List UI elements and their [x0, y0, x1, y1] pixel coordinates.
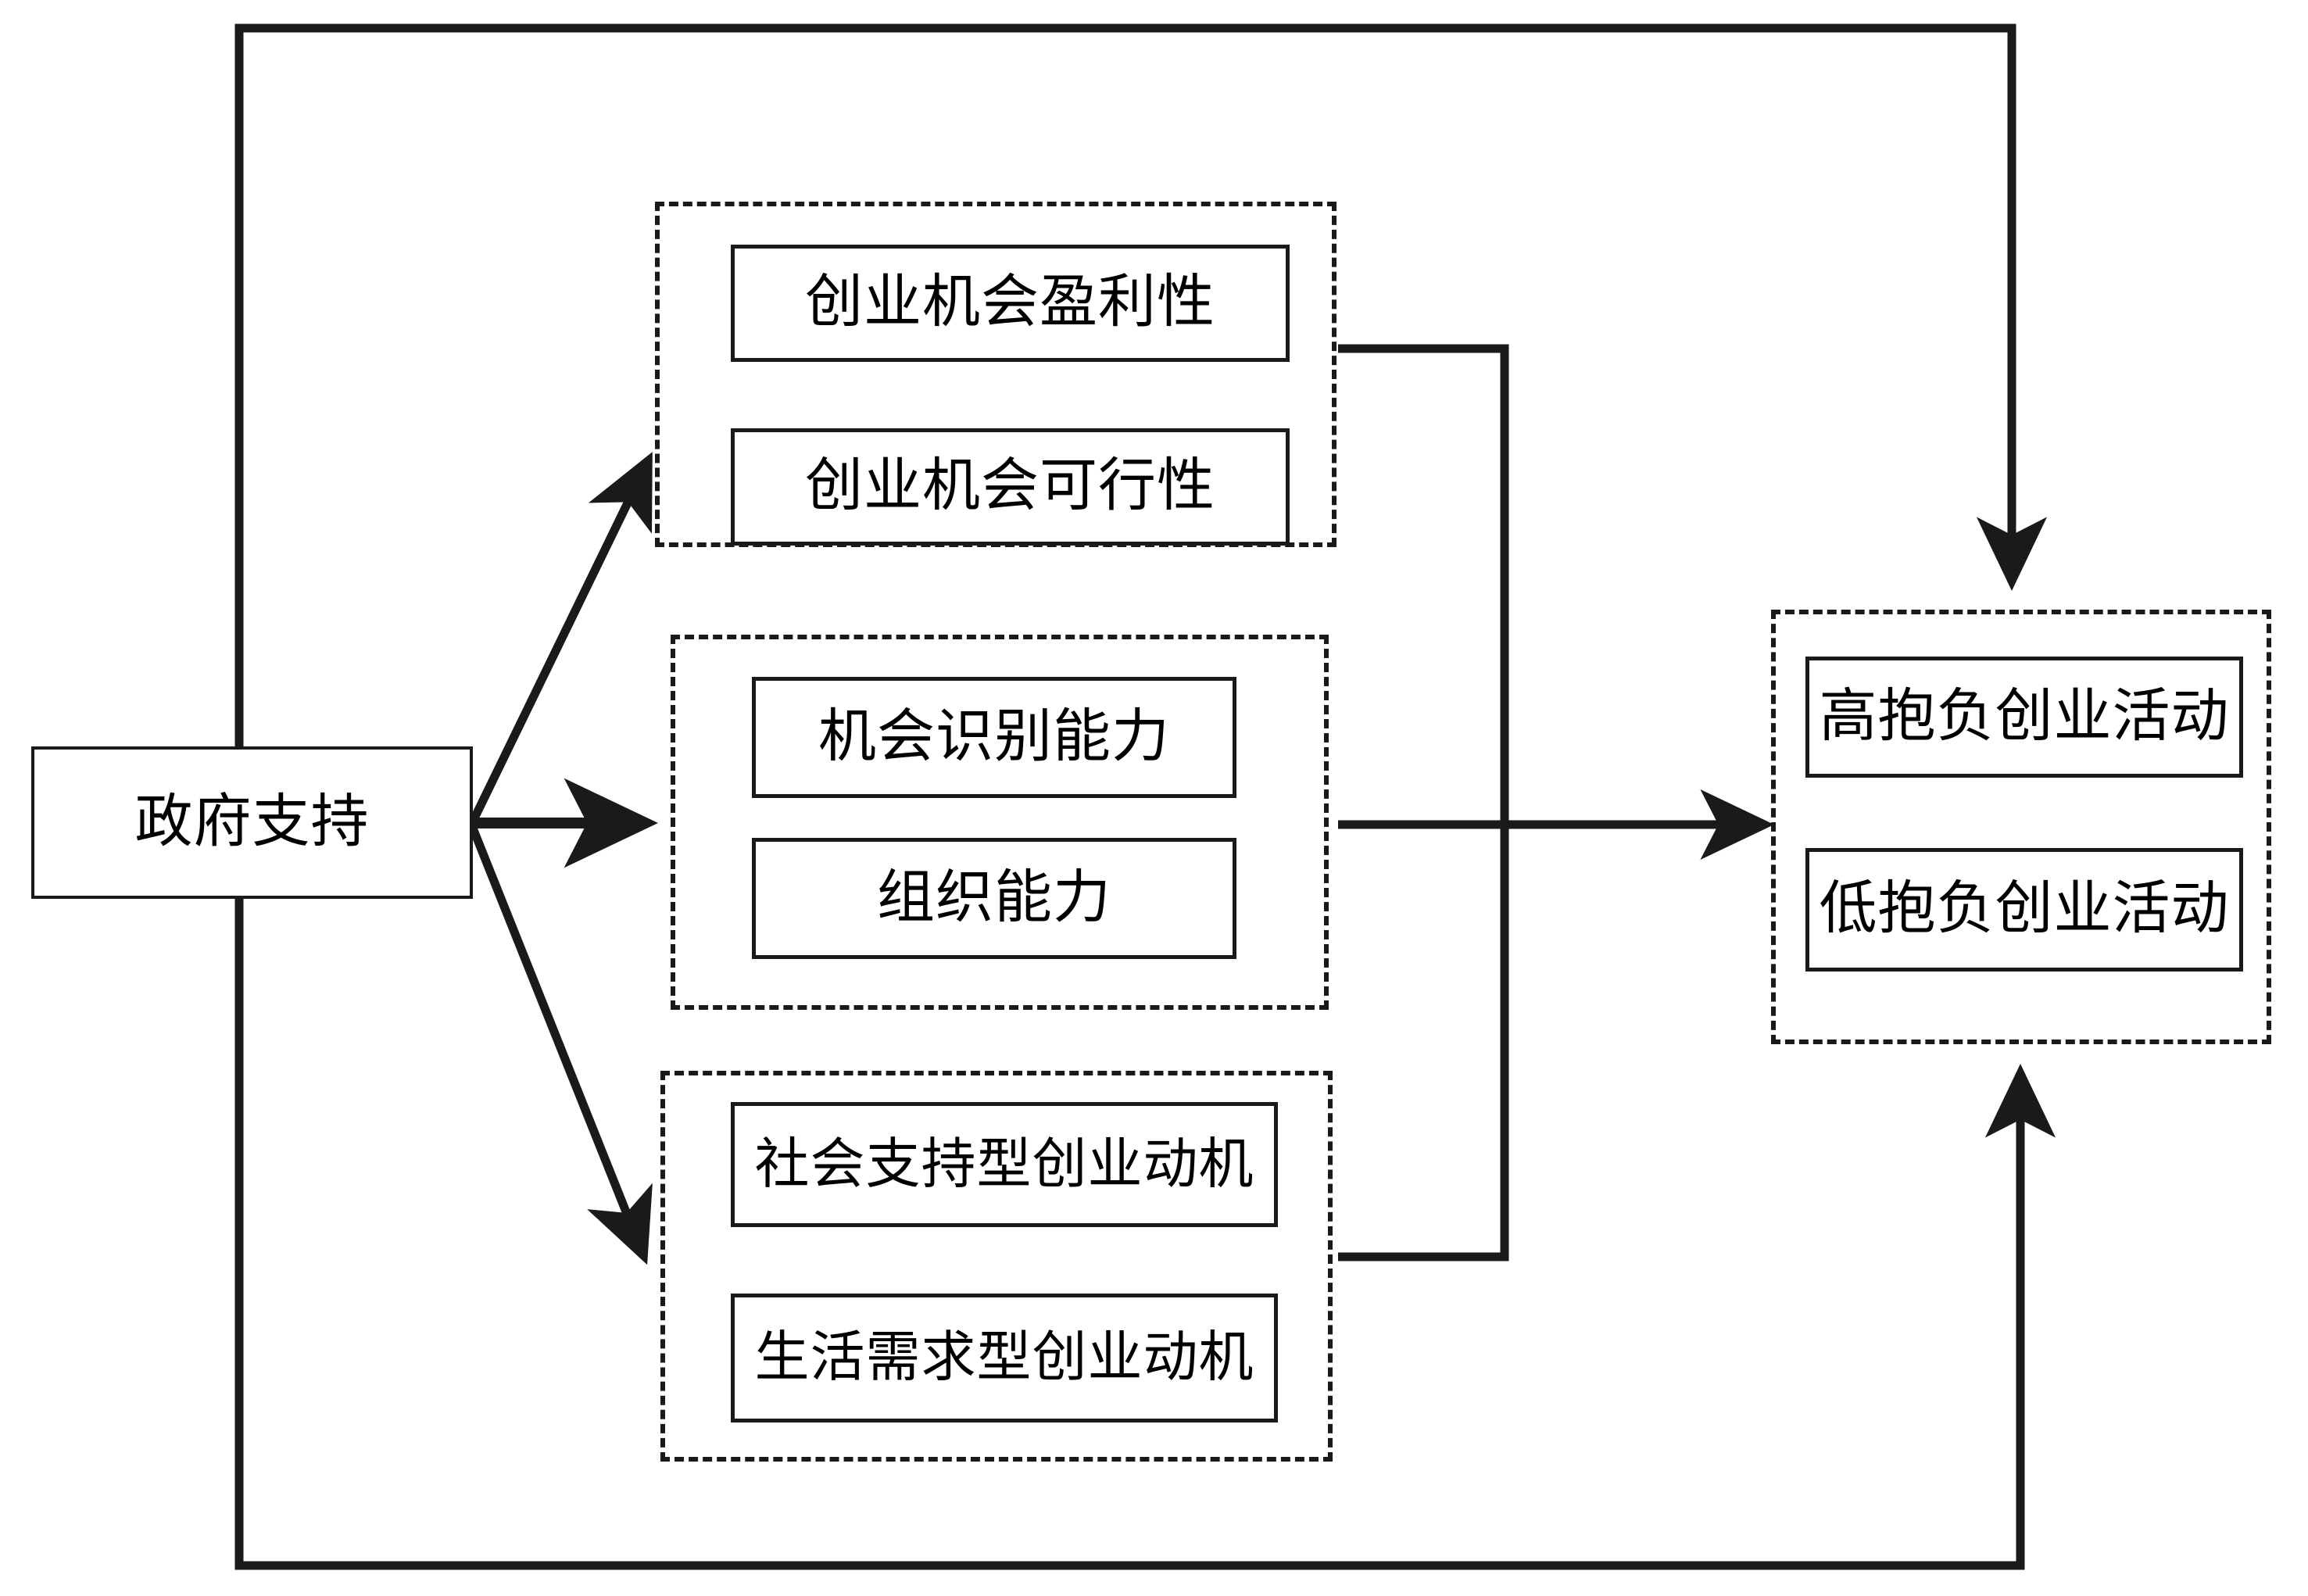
edge-gov-to-opportunity [468, 452, 653, 825]
node-social-support-motivation[interactable]: 社会支持型创业动机 [731, 1102, 1278, 1227]
node-label: 社会支持型创业动机 [754, 1134, 1254, 1195]
node-label: 低抱负创业活动 [1819, 877, 2230, 942]
node-label: 创业机会可行性 [805, 454, 1215, 519]
node-label: 政府支持 [134, 789, 370, 854]
node-organizational-capability[interactable]: 组织能力 [752, 838, 1236, 959]
node-opportunity-recognition-capability[interactable]: 机会识别能力 [752, 677, 1236, 798]
node-label: 高抱负创业活动 [1819, 684, 2230, 749]
node-government-support[interactable]: 政府支持 [31, 746, 473, 899]
edge-mediators-to-outcome [1338, 344, 1775, 1261]
node-life-need-motivation[interactable]: 生活需求型创业动机 [731, 1294, 1278, 1422]
node-opportunity-feasibility[interactable]: 创业机会可行性 [731, 428, 1290, 546]
node-label: 机会识别能力 [818, 704, 1170, 769]
node-high-aspiration-activity[interactable]: 高抱负创业活动 [1805, 657, 2243, 778]
node-label: 组织能力 [877, 865, 1111, 930]
node-label: 生活需求型创业动机 [754, 1328, 1254, 1388]
node-opportunity-profitability[interactable]: 创业机会盈利性 [731, 245, 1290, 362]
node-label: 创业机会盈利性 [805, 270, 1215, 335]
edge-gov-to-motivation [467, 824, 653, 1265]
node-low-aspiration-activity[interactable]: 低抱负创业活动 [1805, 848, 2243, 972]
